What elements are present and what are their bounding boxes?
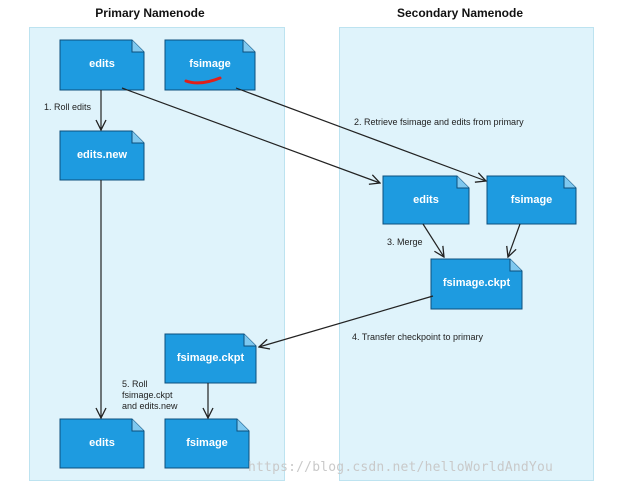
secondary-edits-doc: edits xyxy=(382,175,470,225)
primary-fsimage-ckpt-label: fsimage.ckpt xyxy=(176,352,245,364)
step-4-label: 4. Transfer checkpoint to primary xyxy=(352,332,484,342)
secondary-fsimage-label: fsimage xyxy=(510,194,553,206)
secondary-fsimage-ckpt-label: fsimage.ckpt xyxy=(442,277,511,289)
primary-edits-final-label: edits xyxy=(89,437,115,449)
secondary-fsimage-doc: fsimage xyxy=(486,175,577,225)
step-1-label: 1. Roll edits xyxy=(44,102,92,112)
step-5-line-3: and edits.new xyxy=(122,401,178,411)
arrow-retrieve-edits xyxy=(121,87,380,183)
primary-edits-new-label: edits.new xyxy=(76,149,128,161)
primary-fsimage-label: fsimage xyxy=(189,58,231,70)
step-2-label: 2. Retrieve fsimage and edits from prima… xyxy=(354,117,524,127)
primary-fsimage-final-label: fsimage xyxy=(186,437,228,449)
primary-edits-new-doc: edits.new xyxy=(59,130,145,181)
secondary-namenode-panel xyxy=(339,27,594,481)
primary-fsimage-final-doc: fsimage xyxy=(164,418,250,469)
arrow-retrieve-fsimage xyxy=(235,87,486,181)
secondary-edits-label: edits xyxy=(413,194,439,206)
step-5-line-2: fsimage.ckpt xyxy=(122,390,173,400)
step-5-line-1: 5. Roll xyxy=(122,379,148,389)
step-3-label: 3. Merge xyxy=(387,237,423,247)
watermark-url: https://blog.csdn.net/helloWorldAndYou xyxy=(248,460,554,475)
primary-namenode-panel xyxy=(29,27,285,481)
primary-namenode-title: Primary Namenode xyxy=(95,6,205,20)
primary-edits-doc: edits xyxy=(59,39,145,91)
arrow-merge-edits xyxy=(422,223,444,257)
secondary-fsimage-ckpt-doc: fsimage.ckpt xyxy=(430,258,523,310)
step-5-label: 5. Roll fsimage.ckpt and edits.new xyxy=(122,379,178,412)
primary-edits-label: edits xyxy=(89,58,115,70)
primary-fsimage-ckpt-doc: fsimage.ckpt xyxy=(164,333,257,384)
primary-fsimage-doc: fsimage xyxy=(164,39,256,91)
arrow-transfer-checkpoint xyxy=(259,295,434,347)
secondary-namenode-title: Secondary Namenode xyxy=(396,6,524,20)
arrow-merge-fsimage xyxy=(508,223,521,257)
red-underline-annotation xyxy=(184,76,222,85)
primary-edits-final-doc: edits xyxy=(59,418,145,469)
